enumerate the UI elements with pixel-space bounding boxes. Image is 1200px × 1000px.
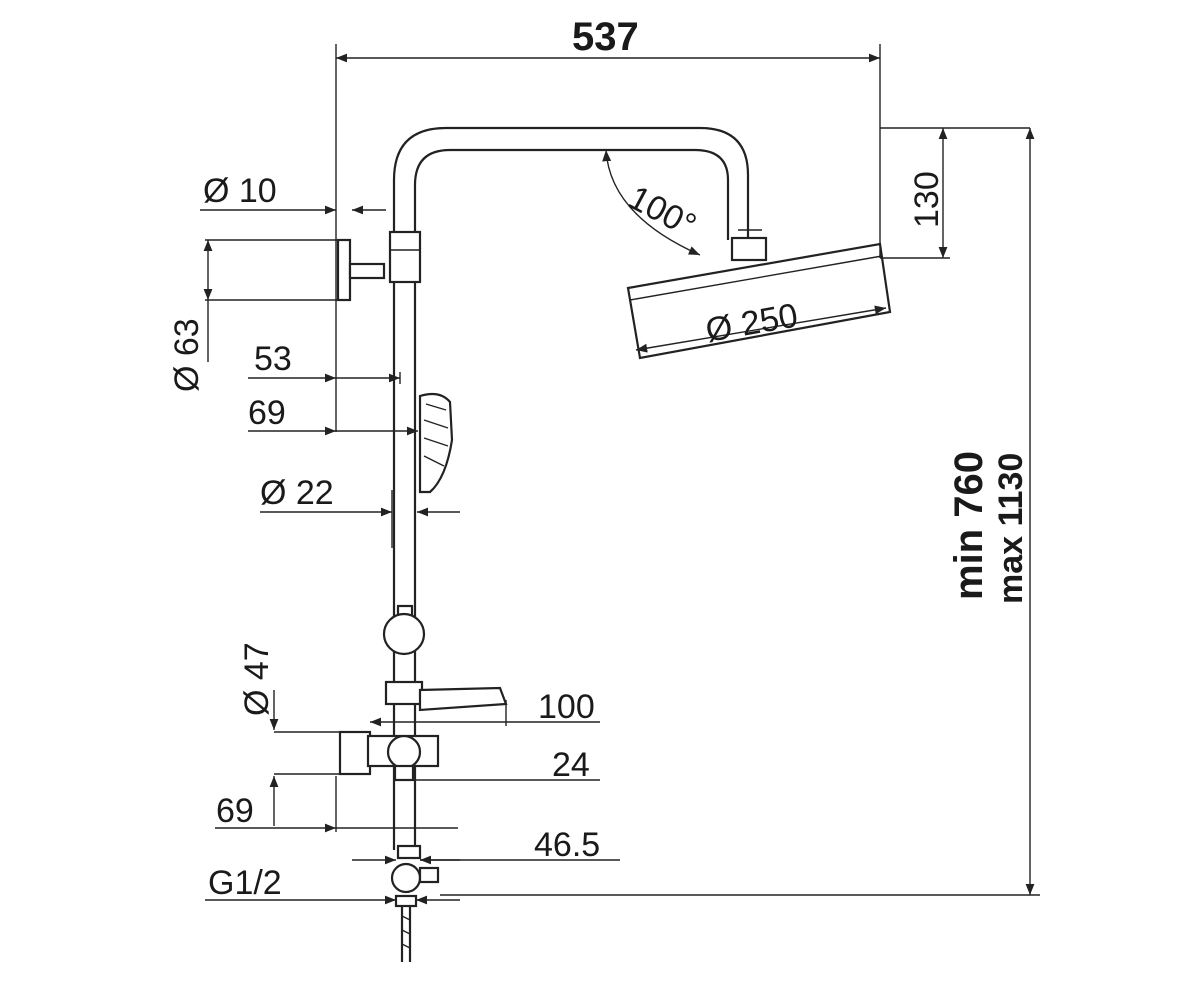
bracket-offset-2-label: 69	[248, 394, 286, 432]
shelf-length-label: 100	[538, 688, 595, 726]
bracket-offset-1-label: 53	[254, 340, 292, 378]
dimension-labels: 537 Ø 10 Ø 63 53 69 Ø 22 130 100° Ø 250 …	[168, 15, 1030, 902]
mixer-diameter-label: Ø 47	[238, 642, 276, 716]
mixer-depth-label: 69	[216, 792, 254, 830]
arm-diameter-label: Ø 10	[203, 172, 277, 210]
inlet-offset-label: 46.5	[534, 826, 600, 864]
drop-height-label: 130	[908, 171, 946, 228]
wall-bracket-diameter-label: Ø 63	[168, 318, 206, 392]
shower-column-outline	[336, 126, 892, 962]
height-max-label: max 1130	[992, 453, 1030, 604]
height-min-label: min 760	[947, 451, 991, 600]
mixer-offset-1-label: 24	[552, 746, 590, 784]
pipe-diameter-label: Ø 22	[260, 474, 334, 512]
dimension-lines	[200, 44, 1040, 905]
inlet-thread-label: G1/2	[208, 864, 282, 902]
width-total-label: 537	[572, 15, 639, 59]
